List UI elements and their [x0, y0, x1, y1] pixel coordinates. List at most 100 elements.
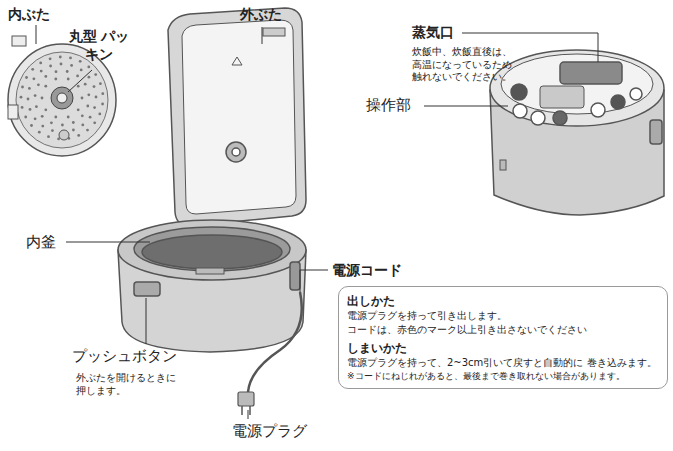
caution-note: 炊飯中、炊飯直後は、 高温になっているため 触れないでください。	[412, 46, 524, 84]
illustration-shape	[77, 85, 80, 88]
illustration-shape	[41, 97, 44, 100]
illustration-shape	[81, 114, 84, 117]
illustration-shape	[44, 75, 47, 78]
illustration-shape	[300, 270, 328, 292]
illustration-shape	[134, 282, 160, 296]
illustration-shape	[490, 50, 664, 126]
illustration-shape	[591, 103, 605, 117]
illustration-shape	[51, 129, 54, 132]
illustration-shape	[263, 28, 285, 36]
illustration-shape	[27, 98, 30, 101]
usage-note: 外ぶたを開けるときに 押します。	[76, 372, 188, 397]
part-name: プッシュボタン	[72, 347, 177, 366]
illustration-shape	[59, 130, 69, 140]
illustration-shape	[28, 87, 31, 90]
illustration-shape	[50, 121, 53, 124]
illustration-shape	[40, 70, 43, 73]
illustration-shape	[93, 121, 96, 124]
illustration-shape	[232, 148, 240, 156]
illustration-shape	[21, 106, 24, 109]
illustration-shape	[41, 115, 44, 118]
illustration-shape	[31, 68, 34, 71]
small-cooker	[490, 50, 664, 215]
illustration-shape	[248, 292, 302, 392]
illustration-shape	[67, 116, 70, 119]
illustration-shape	[30, 124, 33, 127]
illustration-shape	[70, 64, 73, 67]
illustration-shape	[24, 116, 27, 119]
illustration-shape	[54, 78, 57, 81]
box-heading: しまいかた	[347, 340, 659, 356]
illustration-shape	[95, 96, 98, 99]
box-text: 電源プラグを持って、2~3cm引いて戻すと自動的に 巻き込みます。	[347, 356, 659, 370]
illustration-shape	[61, 124, 64, 127]
illustration-shape	[290, 262, 300, 290]
illustration-shape	[101, 103, 104, 106]
outer-lid	[168, 8, 306, 226]
illustration-shape	[93, 85, 96, 88]
box-text: 電源プラグを持って引き出します。	[347, 309, 659, 323]
illustration-shape	[49, 57, 52, 60]
illustration-shape	[60, 63, 63, 66]
illustration-shape	[87, 66, 90, 69]
part-name: 丸型 パッキン	[66, 28, 132, 63]
illustration-shape	[142, 235, 282, 269]
part-name: 操作部	[366, 96, 411, 115]
illustration-shape	[232, 57, 242, 65]
illustration-shape	[513, 104, 527, 118]
illustration-shape	[86, 105, 89, 108]
part-name: 内ぶた	[8, 6, 50, 24]
illustration-shape	[38, 131, 41, 134]
illustration-shape	[29, 108, 32, 111]
illustration-shape	[500, 160, 506, 170]
illustration-shape	[238, 392, 254, 406]
illustration-shape	[88, 76, 91, 79]
illustration-shape	[36, 25, 37, 44]
box-text: ※コードにねじれがあると、最後まで巻き取れない場合があります。	[347, 370, 659, 382]
illustration-shape	[44, 85, 47, 88]
illustration-shape	[262, 27, 263, 44]
illustration-shape	[118, 220, 306, 280]
illustration-shape	[146, 298, 147, 344]
illustration-shape	[41, 125, 44, 128]
illustration-shape	[630, 88, 642, 100]
illustration-shape	[101, 92, 104, 95]
illustration-shape	[226, 142, 246, 162]
illustration-shape	[69, 57, 72, 60]
illustration-shape	[67, 78, 70, 81]
illustration-shape	[25, 76, 28, 79]
illustration-shape	[59, 56, 62, 59]
illustration-shape	[39, 62, 42, 65]
illustration-shape	[611, 95, 625, 109]
illustration-shape	[168, 8, 306, 226]
part-name: 電源プラグ	[232, 422, 307, 441]
illustration-shape	[33, 77, 36, 80]
illustration-shape	[49, 65, 52, 68]
illustration-shape	[20, 56, 105, 141]
cooker-body	[118, 220, 306, 352]
illustration-shape	[12, 36, 26, 46]
illustration-shape	[80, 69, 83, 72]
illustration-shape	[98, 113, 101, 116]
illustration-shape	[35, 105, 38, 108]
illustration-shape	[77, 134, 80, 137]
illustration-shape	[560, 62, 622, 84]
illustration-shape	[94, 73, 97, 76]
illustration-shape	[72, 129, 75, 132]
info-box: 出しかた電源プラグを持って引き出します。コードは、赤色のマーク以上引き出さないで…	[338, 286, 668, 389]
illustration-shape	[553, 111, 567, 125]
illustration-shape	[76, 75, 79, 78]
illustration-shape	[84, 83, 87, 86]
illustration-shape	[55, 70, 58, 73]
illustration-shape	[540, 86, 584, 108]
illustration-shape	[511, 84, 527, 100]
illustration-shape	[424, 106, 508, 107]
illustration-shape	[531, 111, 545, 125]
illustration-shape	[68, 70, 92, 92]
illustration-shape	[99, 82, 102, 85]
illustration-shape	[8, 105, 18, 119]
illustration-shape	[20, 96, 23, 99]
illustration-shape	[134, 227, 290, 271]
illustration-shape	[37, 83, 40, 86]
illustration-shape	[79, 60, 82, 63]
